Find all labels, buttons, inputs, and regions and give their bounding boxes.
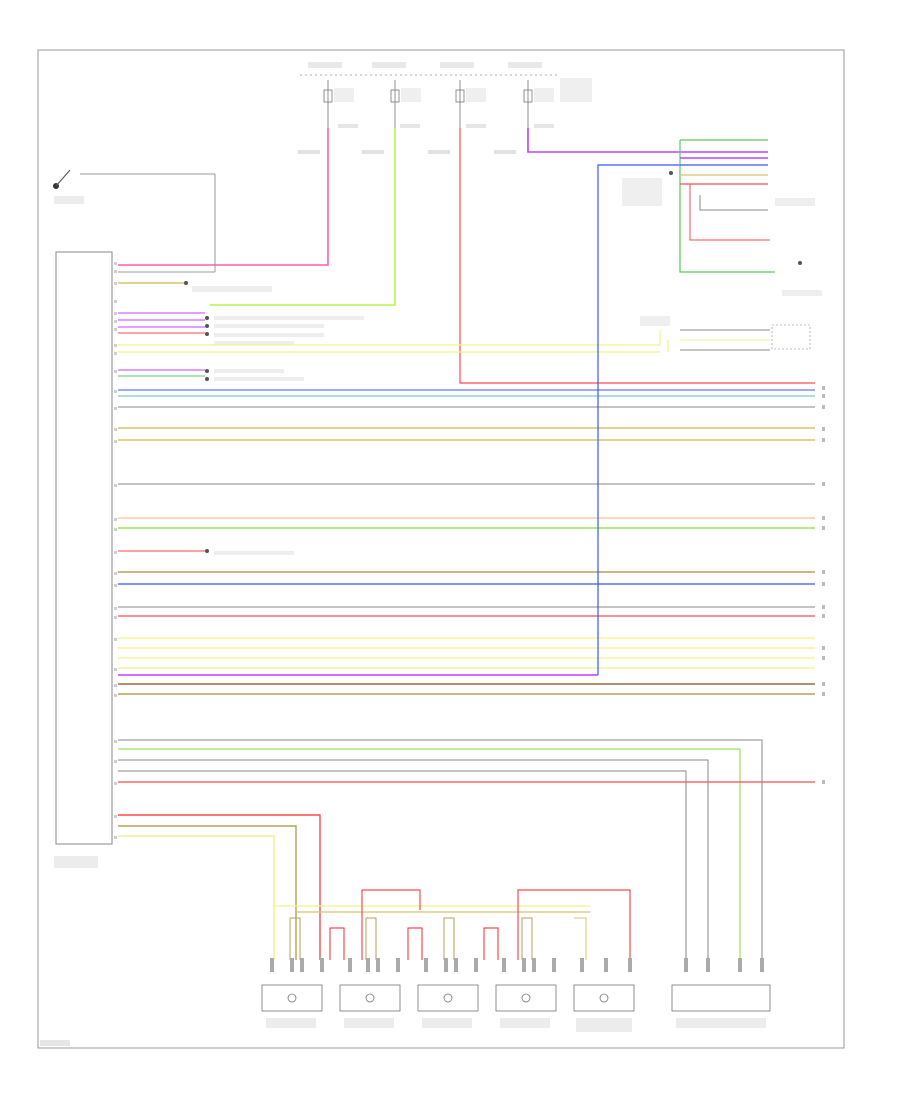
switch-module-4 (495, 984, 557, 1028)
fuse-1 (323, 80, 358, 128)
right-top-connector (622, 139, 822, 296)
module-top-wires (118, 281, 364, 345)
module-pin-ticks (114, 262, 117, 839)
fuse-3 (455, 80, 486, 128)
lower-wires (118, 739, 815, 960)
fuse-wire-labels (298, 150, 516, 154)
fuse-block-top (300, 62, 592, 102)
wire-blue-vertical (597, 164, 680, 675)
wire-red-fuse3 (459, 128, 815, 384)
switch-module-1 (261, 984, 323, 1028)
switch-module-2 (339, 984, 401, 1028)
fuse-4 (523, 80, 554, 128)
control-module-box (55, 251, 113, 845)
bus-wires (118, 344, 815, 695)
wire-pink-fuse1 (118, 128, 329, 266)
wire-violet-fuse4 (527, 128, 768, 153)
top-left-switch (53, 169, 216, 273)
switch-module-3 (417, 984, 479, 1028)
wire-yellow-green-fuse2 (210, 128, 396, 306)
right-terminal-pins (822, 386, 825, 784)
right-middle-switch (640, 316, 811, 352)
control-module-label (54, 856, 98, 868)
switch-harness (118, 814, 631, 960)
page-code (40, 1040, 70, 1046)
diagram-border (37, 49, 845, 1049)
switch-module-6 (671, 984, 771, 1028)
fuse-2 (390, 80, 421, 128)
connector-pins (270, 958, 764, 972)
switch-module-5 (573, 984, 635, 1032)
